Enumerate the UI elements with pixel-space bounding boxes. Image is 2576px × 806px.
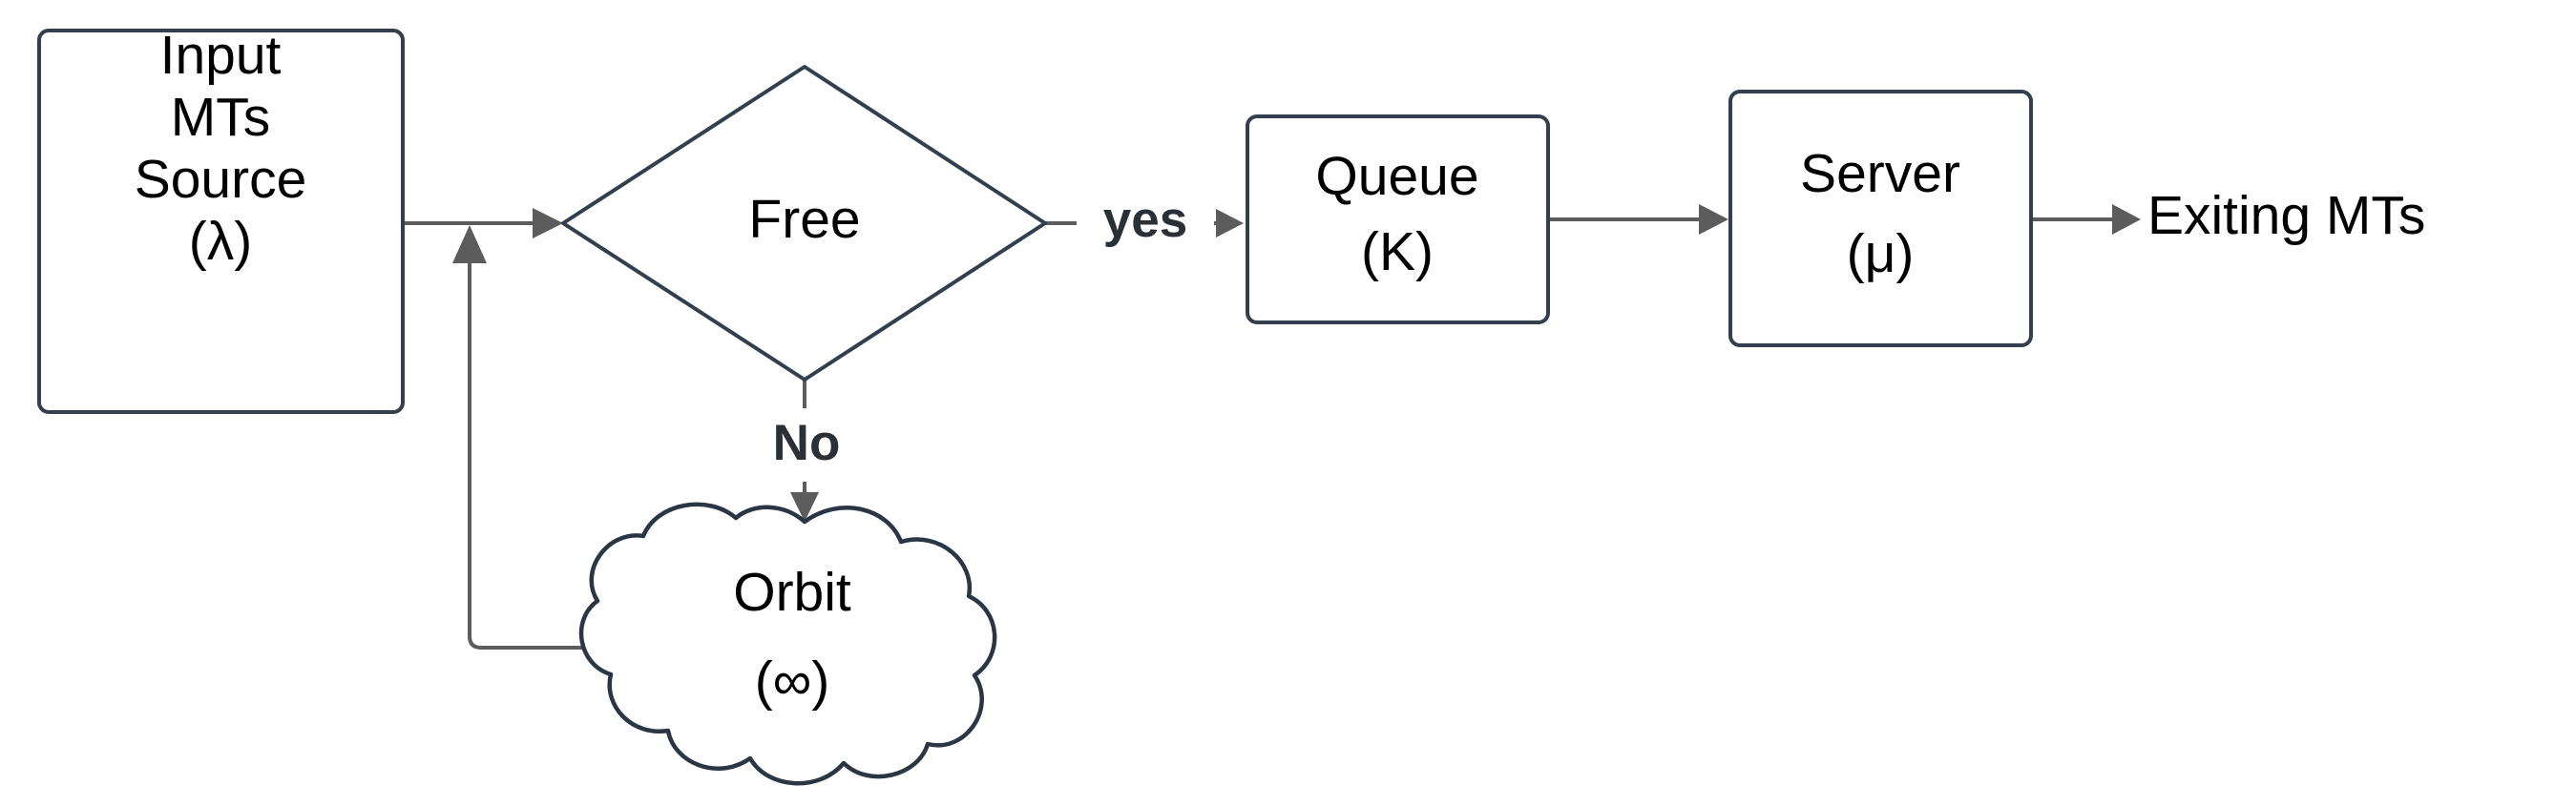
- exiting-mts-label: Exiting MTs: [2147, 185, 2425, 246]
- arrowhead-into-decision: [533, 208, 563, 238]
- input-source-label-line3: Source: [135, 149, 307, 210]
- edge-orbit-to-decision: [452, 225, 592, 650]
- arrowhead-feedback-merge: [452, 225, 487, 263]
- server-box[interactable]: [1728, 90, 2033, 347]
- edge-queue-to-server: [1548, 204, 1728, 235]
- edge-server-to-exit: [2031, 204, 2141, 235]
- orbit-cloud-shape[interactable]: [578, 502, 997, 786]
- orbit-label-line2: (∞): [755, 651, 830, 712]
- arrowhead-into-queue: [1216, 209, 1244, 238]
- queue-label-line2: (K): [1361, 221, 1434, 282]
- edge-decision-to-queue: [1045, 209, 1244, 238]
- edge-decision-to-orbit: [790, 380, 819, 522]
- arrowhead-into-orbit: [790, 492, 819, 522]
- edge-label-no: No: [773, 415, 841, 471]
- free-decision-label: Free: [748, 189, 860, 250]
- node-input-mts-source[interactable]: Input MTs Source (λ): [37, 25, 405, 414]
- orbit-label-line1: Orbit: [733, 562, 851, 623]
- node-orbit[interactable]: Orbit (∞): [578, 502, 997, 786]
- arrowhead-into-server: [1699, 204, 1728, 235]
- node-exiting-mts: Exiting MTs: [2147, 185, 2425, 246]
- server-label-line1: Server: [1800, 143, 1960, 204]
- input-source-label-line4: (λ): [189, 211, 252, 272]
- input-source-label-line1: Input: [160, 25, 282, 86]
- input-source-label-line2: MTs: [171, 87, 270, 148]
- edge-line-feedback-loop: [468, 258, 592, 650]
- node-server[interactable]: Server (μ): [1728, 90, 2033, 347]
- edge-label-yes: yes: [1103, 192, 1187, 248]
- free-decision-diamond[interactable]: [561, 65, 1047, 382]
- edge-source-to-decision: [403, 208, 563, 238]
- input-source-box[interactable]: [37, 29, 405, 414]
- node-queue[interactable]: Queue (K): [1246, 114, 1550, 324]
- queue-box[interactable]: [1246, 114, 1550, 324]
- server-label-line2: (μ): [1847, 223, 1915, 284]
- arrowhead-into-exit: [2112, 204, 2141, 235]
- node-free-decision[interactable]: Free: [561, 65, 1047, 382]
- queue-label-line1: Queue: [1315, 146, 1478, 207]
